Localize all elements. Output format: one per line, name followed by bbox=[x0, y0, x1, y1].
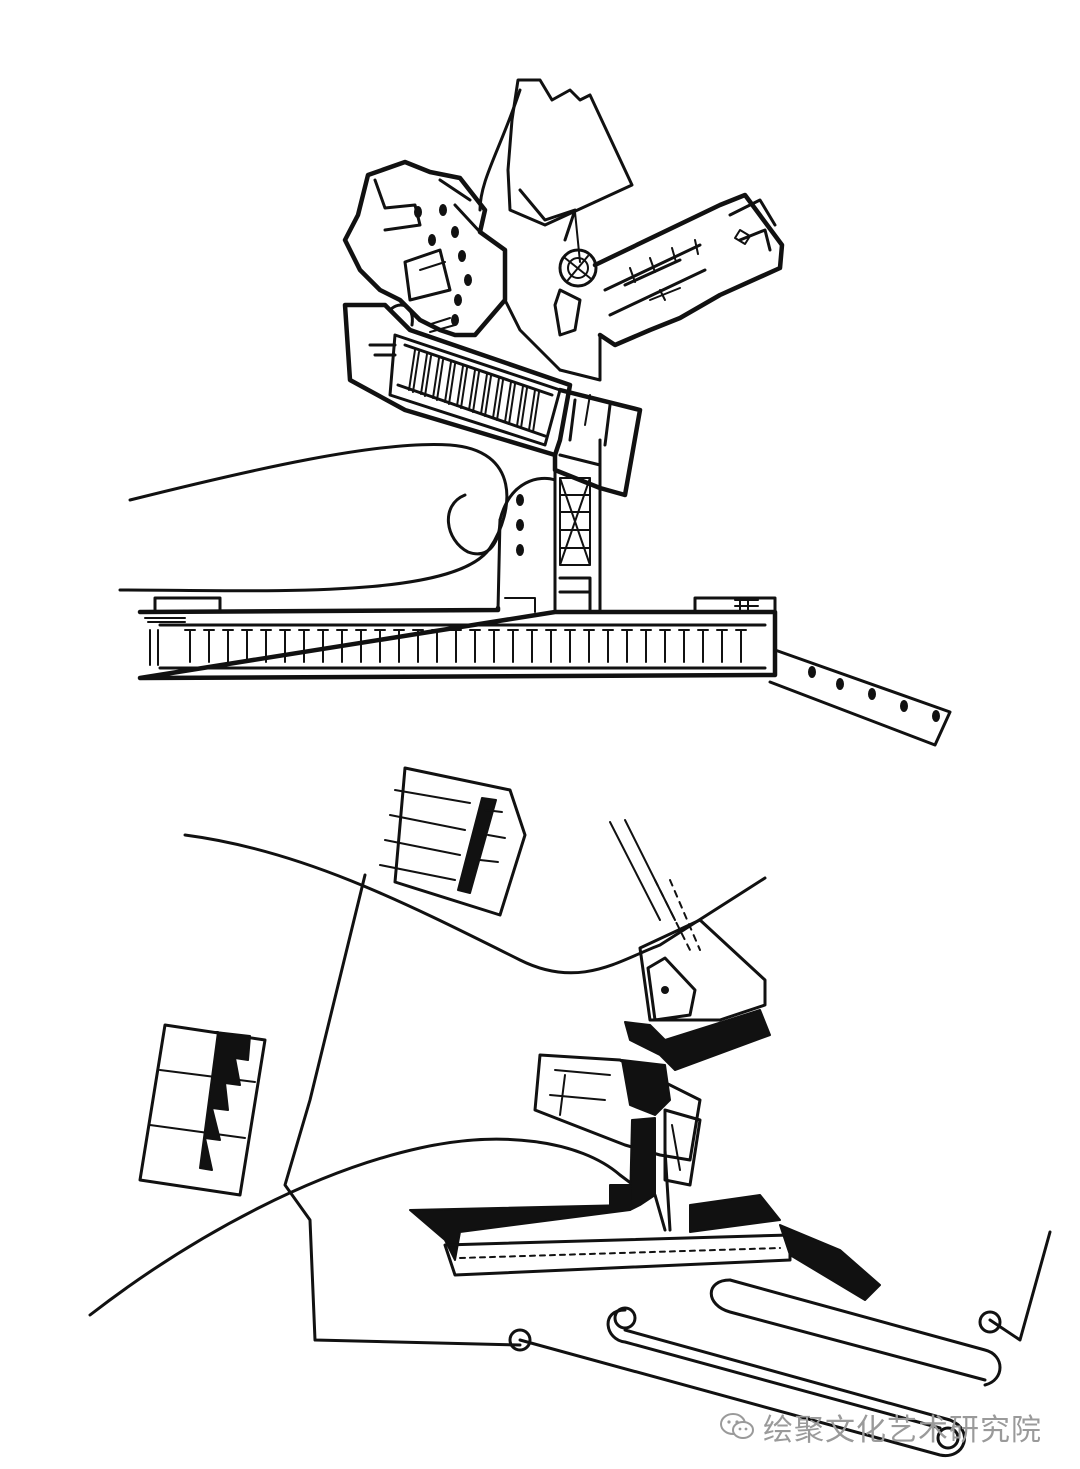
bar-column-mark bbox=[583, 629, 595, 663]
bar-column-mark bbox=[241, 629, 253, 663]
seat-row bbox=[432, 357, 444, 401]
bar-column-mark bbox=[260, 629, 272, 663]
north-plaza bbox=[506, 78, 634, 263]
bar-column-mark bbox=[488, 629, 500, 663]
bar-column-mark bbox=[393, 629, 405, 663]
bar-column-mark bbox=[564, 629, 576, 663]
housing-block-west bbox=[138, 1023, 267, 1197]
bar-column-mark bbox=[716, 629, 728, 663]
ramp-loops bbox=[508, 1278, 1002, 1458]
seat-row bbox=[504, 381, 516, 425]
site-boundary-left bbox=[283, 873, 522, 1347]
bar-column-mark bbox=[450, 629, 462, 663]
main-hall bbox=[342, 302, 573, 458]
housing-block-north bbox=[379, 766, 527, 917]
floor-plan bbox=[118, 78, 952, 747]
seat-row bbox=[456, 365, 468, 409]
seat-row bbox=[420, 353, 432, 397]
bar-column-mark bbox=[412, 629, 424, 663]
bar-column-mark bbox=[431, 629, 443, 663]
bar-column-mark bbox=[184, 629, 196, 663]
lobby-block bbox=[552, 387, 643, 498]
seat-row bbox=[408, 349, 420, 393]
seat-row bbox=[468, 369, 480, 413]
left-cluster bbox=[342, 159, 508, 338]
bar-column-mark bbox=[545, 629, 557, 663]
bar-column-mark bbox=[697, 629, 709, 663]
road-line bbox=[183, 833, 767, 975]
bar-column-mark bbox=[469, 629, 481, 663]
bar-column-mark bbox=[222, 629, 234, 663]
wechat-icon bbox=[720, 1413, 754, 1439]
bar-column-mark bbox=[298, 629, 310, 663]
north-path bbox=[478, 88, 577, 372]
north-east-wing bbox=[553, 192, 785, 382]
bar-column-mark bbox=[621, 629, 633, 663]
bar-column-mark bbox=[336, 629, 348, 663]
bar-column-mark bbox=[678, 629, 690, 663]
rotunda bbox=[558, 248, 598, 288]
bar-column-mark bbox=[602, 629, 614, 663]
seat-row bbox=[528, 389, 540, 433]
site-plan bbox=[88, 766, 1052, 1458]
bar-column-mark bbox=[659, 629, 671, 663]
hill-line bbox=[88, 1137, 642, 1317]
watermark: 绘聚文化艺术研究院 bbox=[719, 1405, 1042, 1449]
seat-row bbox=[492, 377, 504, 421]
bar-column-mark bbox=[279, 629, 291, 663]
seat-row bbox=[444, 361, 456, 405]
bar-column-mark bbox=[640, 629, 652, 663]
pentagon-building bbox=[624, 918, 771, 1071]
seat-row bbox=[480, 373, 492, 417]
seat-row bbox=[516, 385, 528, 429]
diagonal-wing bbox=[768, 648, 952, 747]
long-bar-building bbox=[137, 596, 778, 681]
bar-column-mark bbox=[526, 629, 538, 663]
bar-column-mark bbox=[374, 629, 386, 663]
entry-loop bbox=[118, 442, 557, 593]
central-corridor bbox=[496, 438, 602, 614]
bar-column-mark bbox=[203, 629, 215, 663]
bar-column-mark bbox=[317, 629, 329, 663]
bar-column-mark bbox=[735, 629, 747, 663]
bar-column-mark bbox=[507, 629, 519, 663]
main-complex-solid bbox=[409, 1117, 881, 1301]
bar-column-mark bbox=[355, 629, 367, 663]
central-wing bbox=[533, 1053, 702, 1187]
watermark-text: 绘聚文化艺术研究院 bbox=[763, 1413, 1042, 1448]
